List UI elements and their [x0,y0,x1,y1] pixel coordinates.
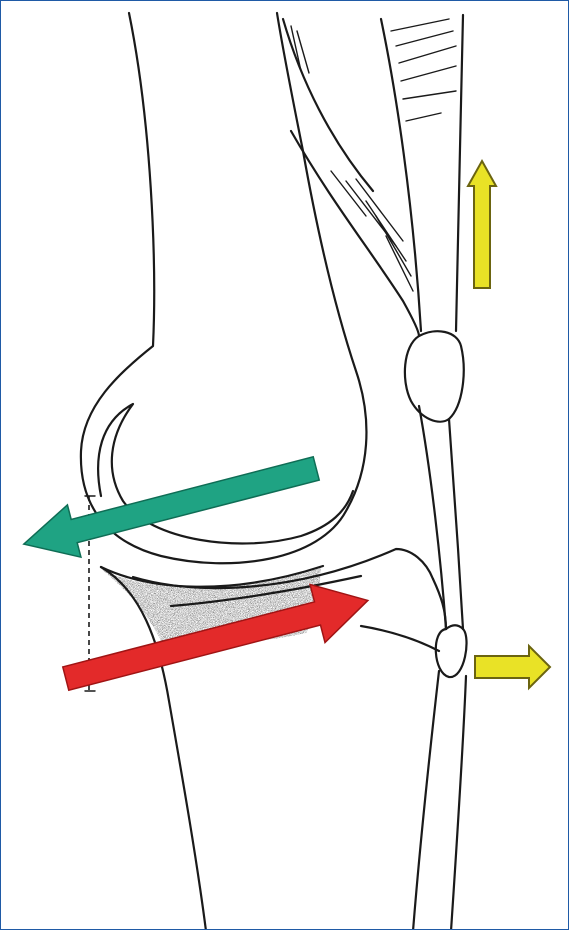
green-arrow [17,442,323,570]
tibia-shaft-inner [451,676,466,930]
tibia-front-outline [413,671,439,930]
tibial-tuberosity [436,625,467,677]
patellar-tendon-front [449,419,463,629]
patellar-tendon-back [419,406,446,629]
quadriceps-outline [291,131,419,336]
quadriceps-tendon-back [456,15,463,331]
quadriceps-tendon-front [381,19,421,331]
tibia-anterior-edge [361,626,439,651]
patella [405,331,464,421]
quadriceps-hatching [291,19,456,291]
quadriceps-inner-line [283,19,373,191]
yellow-arrow-right [475,646,550,688]
yellow-arrow-up [468,161,496,288]
